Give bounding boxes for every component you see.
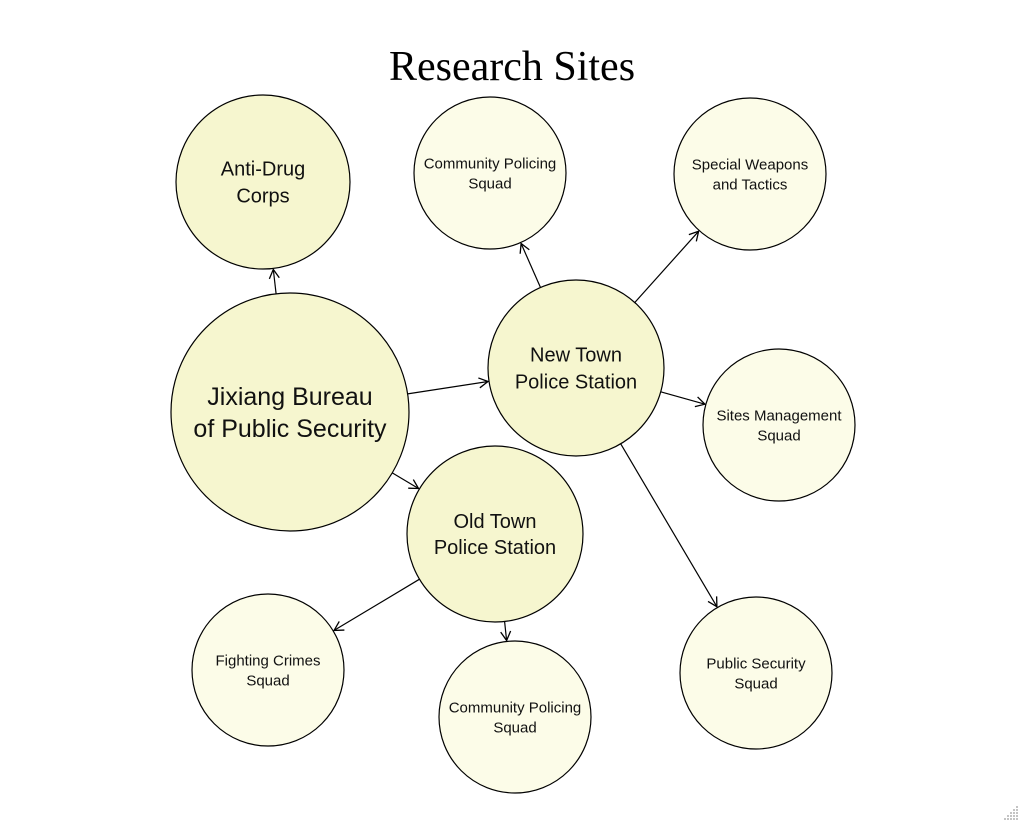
- node-circle: [175, 94, 351, 270]
- node-circle: [702, 348, 856, 502]
- node-label-line: Squad: [468, 175, 511, 192]
- nodes-layer: Jixiang Bureau of Public Security Anti-Dru…: [170, 94, 856, 794]
- resize-grip-icon[interactable]: [1002, 804, 1020, 822]
- edge-old-town-to-fighting: [332, 578, 420, 632]
- edge-bureau-to-anti-drug: [268, 268, 280, 294]
- edge-new-town-to-cps-top: [519, 242, 542, 288]
- node-label-line: Community Policing: [424, 155, 557, 172]
- edge-new-town-to-pub-sec: [620, 443, 718, 608]
- node-label-line: Sites Management: [716, 407, 842, 424]
- node-label-line: Police Station: [434, 537, 556, 559]
- node-label-line: Community Policing: [449, 699, 582, 716]
- node-circle: [679, 596, 833, 750]
- node-label-line: Jixiang Bureau: [207, 383, 372, 411]
- node-circle: [673, 97, 827, 251]
- edge-new-town-to-sites-mgmt: [660, 391, 707, 408]
- node-label-line: Squad: [493, 719, 536, 736]
- node-circle: [406, 445, 584, 623]
- node-label-line: Squad: [734, 675, 777, 692]
- node-label-line: Fighting Crimes: [215, 652, 320, 669]
- edge-new-town-to-swat: [634, 230, 700, 303]
- node-label-line: Squad: [246, 672, 289, 689]
- node-circle: [170, 292, 410, 532]
- node-label-line: Old Town: [453, 511, 536, 533]
- edges-layer: [268, 230, 718, 642]
- edge-bureau-to-old-town: [391, 472, 420, 490]
- node-label-line: Public Security: [706, 655, 806, 672]
- node-label-line: Police Station: [515, 372, 637, 394]
- node-circle: [191, 593, 345, 747]
- node-label-line: Special Weapons: [692, 156, 808, 173]
- node-label-line: Corps: [236, 186, 289, 208]
- node-swat[interactable]: Special Weapons and Tactics: [673, 97, 827, 251]
- node-circle: [413, 96, 567, 250]
- diagram-title: Research Sites: [389, 44, 635, 90]
- node-circle: [487, 279, 665, 457]
- node-bureau[interactable]: Jixiang Bureau of Public Security: [170, 292, 410, 532]
- node-circle: [438, 640, 592, 794]
- node-label-line: New Town: [530, 345, 622, 367]
- node-label-line: and Tactics: [713, 176, 788, 193]
- edge-old-town-to-cps-bottom: [500, 621, 512, 642]
- edge-bureau-to-new-town: [407, 377, 490, 395]
- node-label-line: Anti-Drug: [221, 159, 305, 181]
- node-label-line: of Public Security: [193, 415, 387, 443]
- node-label-line: Squad: [757, 427, 800, 444]
